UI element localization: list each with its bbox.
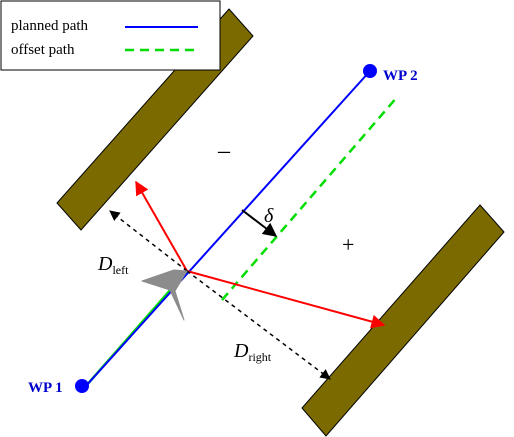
waypoint-2-marker [363, 64, 377, 78]
waypoint-1-marker [75, 379, 89, 393]
vehicle-icon [141, 269, 188, 321]
offset-path-ahead [221, 95, 399, 301]
legend-planned-label: planned path [11, 18, 89, 34]
delta-label: δ [264, 205, 274, 227]
d-left-main: D [97, 253, 113, 275]
plus-side-label: + [342, 232, 354, 257]
delta-offset-arrow [241, 209, 278, 237]
d-left-sub: left [112, 263, 129, 277]
d-left-label: Dleft [97, 253, 129, 277]
legend-box [0, 0, 221, 71]
waypoint-1-label: WP 1 [28, 380, 63, 396]
d-left-arrow [109, 210, 188, 272]
right-wall-ray-arrow [186, 270, 386, 329]
planned-path [84, 70, 371, 388]
d-right-arrow [186, 270, 331, 380]
legend-offset-label: offset path [11, 42, 75, 58]
right-wall [301, 204, 505, 437]
legend: planned path offset path [0, 0, 221, 71]
d-right-sub: right [248, 350, 271, 364]
d-right-main: D [233, 340, 249, 362]
d-right-label: Dright [233, 340, 272, 364]
waypoint-2-label: WP 2 [383, 68, 418, 84]
minus-side-label: – [217, 138, 231, 164]
left-wall-ray-arrow [135, 180, 188, 272]
